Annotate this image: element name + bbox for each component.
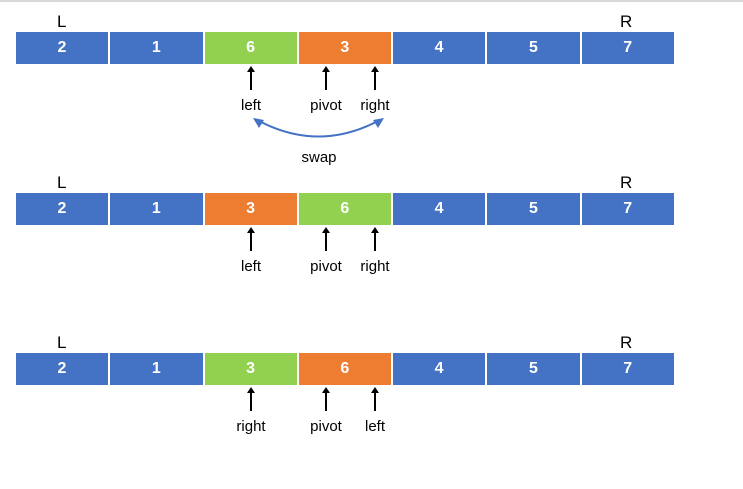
pointer-label-left-1: left (240, 97, 262, 114)
array-cell: 3 (298, 32, 394, 65)
array-cell-value: 6 (246, 39, 256, 56)
swap-label-1: swap (301, 149, 337, 166)
array-cell-value: 4 (434, 200, 444, 217)
pointer-arrow-left-2 (247, 227, 255, 251)
array-cell-value: 1 (151, 200, 162, 217)
bound-label-right-3: R (620, 333, 633, 352)
bound-label-left-2: L (57, 173, 67, 192)
array-cell: 3 (204, 193, 299, 226)
array-cell: 4 (393, 353, 488, 386)
array-cell: 7 (581, 32, 674, 65)
array-cell: 6 (204, 32, 299, 65)
top-divider-rule (0, 0, 743, 2)
array-cell: 1 (110, 353, 205, 386)
array-cell: 1 (110, 193, 205, 226)
array-cell-value: 2 (57, 360, 67, 377)
bound-label-right-2: R (620, 173, 633, 192)
pointer-label-pivot-2: pivot (310, 258, 342, 275)
array-cell: 6 (298, 353, 394, 386)
array-cell: 7 (581, 353, 674, 386)
array-cell-value: 2 (57, 39, 67, 56)
array-cell: 5 (487, 32, 582, 65)
array-cell-value: 5 (528, 39, 539, 56)
array-cell-value: 1 (151, 360, 162, 377)
pointer-label-left-3: left (364, 418, 386, 435)
array-cell-value: 5 (528, 360, 539, 377)
pointer-label-pivot-1: pivot (310, 97, 342, 114)
array-cell-value: 7 (623, 200, 633, 217)
pointer-arrow-pivot-1 (322, 66, 330, 90)
array-cell-value: 3 (246, 360, 256, 377)
pointer-arrow-right-3 (247, 387, 255, 411)
pointer-label-left-2: left (240, 258, 262, 275)
array-cell: 4 (393, 193, 488, 226)
array-cell-value: 4 (434, 360, 444, 377)
pointer-label-pivot-3: pivot (310, 418, 342, 435)
array-cell-value: 6 (340, 200, 350, 217)
pointer-arrow-pivot-2 (322, 227, 330, 251)
array-cell: 4 (393, 32, 488, 65)
pointer-arrow-left-3 (371, 387, 379, 411)
pointer-arrow-left-1 (247, 66, 255, 90)
bound-label-right-1: R (620, 12, 633, 31)
array-bar-2: 2 1 3 6 4 5 7 (16, 193, 674, 226)
array-cell-value: 7 (623, 360, 633, 377)
array-cell-value: 5 (528, 200, 539, 217)
array-cell-value: 1 (151, 39, 162, 56)
array-cell: 2 (16, 353, 111, 386)
array-bar-1: 2 1 6 3 4 5 7 (16, 32, 674, 65)
array-cell-value: 6 (340, 360, 350, 377)
array-cell: 5 (487, 353, 582, 386)
array-cell: 2 (16, 193, 111, 226)
array-cell: 6 (298, 193, 394, 226)
array-bar-3: 2 1 3 6 4 5 7 (16, 353, 674, 386)
bound-label-left-3: L (57, 333, 67, 352)
pointer-label-right-2: right (360, 258, 390, 275)
array-cell: 2 (16, 32, 111, 65)
bound-label-left-1: L (57, 12, 67, 31)
array-cell-value: 3 (340, 39, 350, 56)
array-cell: 3 (204, 353, 299, 386)
array-cell-value: 4 (434, 39, 444, 56)
pointer-label-right-1: right (360, 97, 390, 114)
array-cell-value: 7 (623, 39, 633, 56)
array-cell: 5 (487, 193, 582, 226)
pointer-label-right-3: right (236, 418, 266, 435)
array-cell: 7 (581, 193, 674, 226)
pointer-arrow-pivot-3 (322, 387, 330, 411)
pointer-arrow-right-1 (371, 66, 379, 90)
pointer-arrow-right-2 (371, 227, 379, 251)
array-cell-value: 2 (57, 200, 67, 217)
array-cell: 1 (110, 32, 205, 65)
array-cell-value: 3 (246, 200, 256, 217)
